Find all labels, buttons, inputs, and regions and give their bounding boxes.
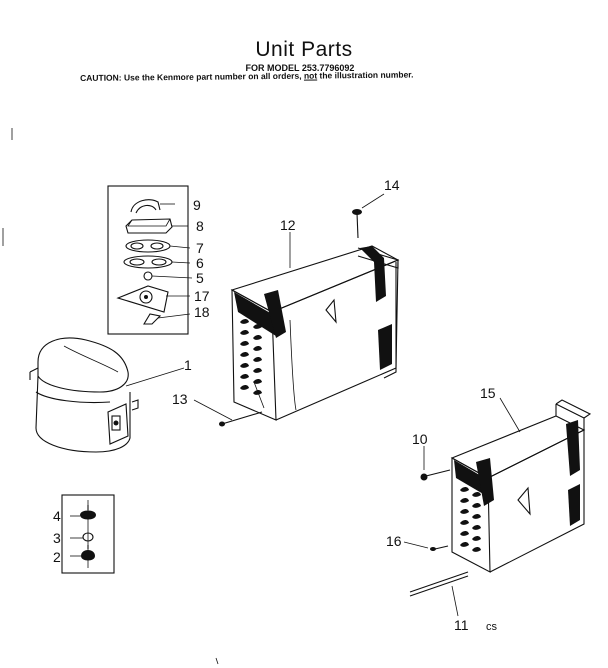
coil-fin bbox=[253, 368, 262, 373]
corner-mark: cs bbox=[486, 621, 498, 633]
coil-fin bbox=[253, 379, 262, 384]
callout-18: 18 bbox=[194, 304, 210, 320]
coil-fin bbox=[460, 531, 469, 536]
coil-fin bbox=[472, 525, 481, 530]
coil-fin bbox=[472, 547, 481, 552]
edge-mark bbox=[215, 657, 219, 665]
screw-icon bbox=[420, 469, 451, 481]
drier-tube-icon bbox=[409, 571, 469, 597]
coil-fin bbox=[460, 487, 469, 492]
coil-fin bbox=[253, 346, 262, 351]
callout-10: 10 bbox=[412, 431, 428, 447]
coil-fin bbox=[240, 385, 249, 390]
screw-icon bbox=[430, 545, 449, 551]
coil-fin bbox=[240, 374, 249, 379]
grommet-kit-icon bbox=[61, 494, 115, 574]
coil-fin bbox=[253, 324, 262, 329]
coil-fin bbox=[472, 492, 481, 497]
coil-fin bbox=[472, 514, 481, 519]
callout-13: 13 bbox=[172, 391, 188, 407]
coil-fin bbox=[253, 357, 262, 362]
coil-fin bbox=[240, 352, 249, 357]
callout-16: 16 bbox=[386, 533, 402, 549]
callout-11: 11 bbox=[454, 617, 469, 633]
coil-fin bbox=[460, 542, 469, 547]
screw-icon bbox=[352, 209, 362, 239]
screw-icon bbox=[219, 411, 263, 427]
coil-fin bbox=[460, 520, 469, 525]
callout-3: 3 bbox=[53, 530, 61, 546]
coil-fin bbox=[472, 536, 481, 541]
coil-fin bbox=[472, 503, 481, 508]
callout-7: 7 bbox=[196, 240, 204, 256]
evaporator-coil-icon bbox=[403, 397, 592, 617]
callout-9: 9 bbox=[193, 197, 201, 213]
coil-fin bbox=[460, 498, 469, 503]
callout-17: 17 bbox=[194, 288, 210, 304]
model-subtitle: FOR MODEL 253.7796092 bbox=[245, 63, 355, 73]
coil-fin bbox=[240, 330, 249, 335]
coil-fin bbox=[253, 390, 262, 395]
callout-2: 2 bbox=[53, 549, 61, 565]
coil-fin bbox=[240, 341, 249, 346]
coil-fin bbox=[253, 335, 262, 340]
callout-6: 6 bbox=[196, 255, 204, 271]
page-title: Unit Parts bbox=[255, 38, 353, 61]
compressor-icon bbox=[29, 337, 185, 453]
callout-1: 1 bbox=[184, 357, 192, 373]
condenser-coil-icon bbox=[193, 193, 400, 427]
coil-fin bbox=[240, 319, 249, 324]
callout-8: 8 bbox=[196, 218, 204, 234]
callout-15: 15 bbox=[480, 385, 496, 401]
callout-12: 12 bbox=[280, 217, 296, 233]
mounting-kit-icon bbox=[107, 185, 193, 335]
coil-fin bbox=[460, 509, 469, 514]
callout-14: 14 bbox=[384, 177, 400, 193]
coil-fin bbox=[240, 363, 249, 368]
callout-4: 4 bbox=[53, 508, 61, 524]
callout-5: 5 bbox=[196, 270, 204, 286]
